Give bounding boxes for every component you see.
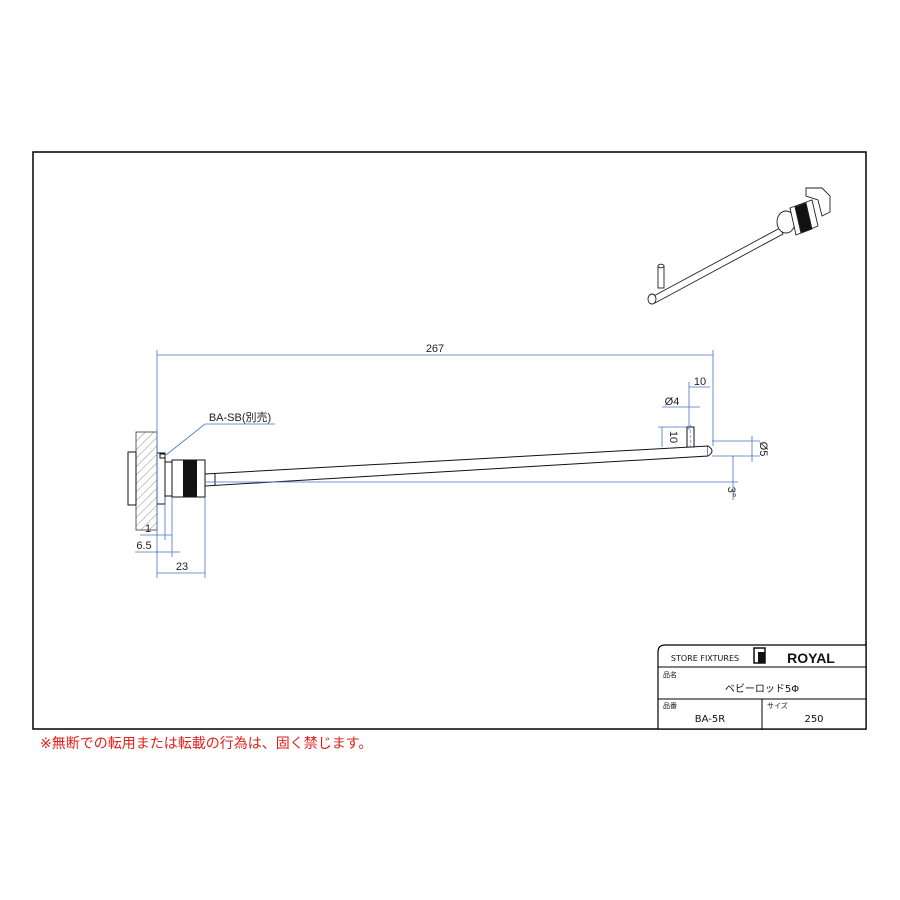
dim-pin-offset: 10 [694,376,706,388]
dimension-lines [135,350,760,578]
royal-logo: ROYAL [753,647,835,666]
callout-bracket: BA-SB(別売) [209,411,271,424]
product-name-label: 品名 [663,670,677,679]
part-number: BA-5R [695,714,725,725]
isometric-view [647,187,831,305]
title-block: STORE FIXTURES ROYAL 品名 ベビーロッド5Φ 品番 BA-5… [657,644,867,730]
size-label: サイズ [767,701,788,710]
dim-overall-length: 267 [426,343,444,355]
drawing-border [32,151,867,730]
dim-bracket-gap: 1 [145,523,151,535]
dim-angle: 3° [725,487,737,498]
copyright-notice: ※無断での転用または転載の行為は、固く禁じます。 [40,736,373,752]
svg-text:ROYAL: ROYAL [787,650,835,666]
size-value: 250 [804,714,823,725]
dimension-labels: 267 10 Ø4 10 Ø5 3° 1 6.5 23 BA-SB(別売) [136,343,769,573]
dim-bracket-thickness: 6.5 [136,540,151,552]
dim-rod-diameter: Ø5 [757,442,769,457]
dim-pin-height: 10 [667,431,679,443]
dim-head-length: 23 [176,561,188,573]
product-name: ベビーロッド5Φ [725,683,799,695]
dim-pin-diameter: Ø4 [665,396,680,408]
part-number-label: 品番 [663,702,677,710]
company-label: STORE FIXTURES [671,654,739,663]
side-view [127,425,713,531]
